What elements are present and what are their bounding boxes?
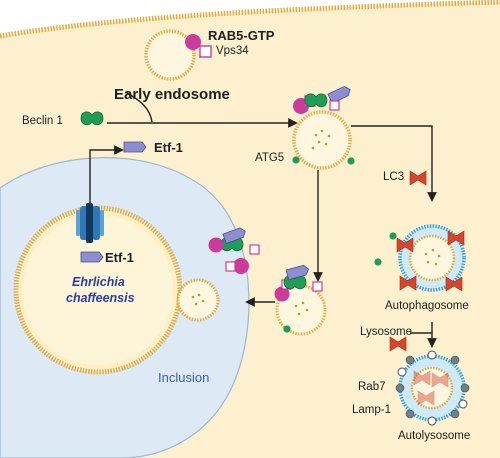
- inclusion-lumen: [23, 215, 173, 365]
- fusing-vesicle: [176, 278, 220, 322]
- vps34-icon: [199, 45, 212, 58]
- etf1-vesicle-2: [201, 227, 260, 289]
- endosome-merge-line: [124, 91, 153, 123]
- atg5-icon: [292, 156, 300, 164]
- etf1-membrane-label: Etf-1: [105, 250, 134, 265]
- atg5-icon: [389, 232, 397, 240]
- bacterium-label-line1: Ehrlichia: [72, 275, 125, 289]
- autophagosome-label: Autophagosome: [385, 300, 469, 312]
- early-endosome-vesicle: [144, 29, 196, 81]
- rab5-icon: [185, 34, 201, 50]
- lysosome-arrow: [410, 332, 437, 348]
- atg5-label: ATG5: [255, 152, 285, 164]
- phagophore-vesicle: [292, 110, 352, 170]
- etf1-membrane-icon: [80, 251, 104, 263]
- atg5-icon: [347, 157, 355, 165]
- etf1-translocation-arrow: [89, 145, 124, 203]
- plasma-membrane: [0, 0, 500, 39]
- autolysosome: [395, 350, 470, 426]
- rab7-label: Rab7: [358, 381, 386, 393]
- inclusion-label: Inclusion: [158, 370, 210, 385]
- lc3-label: LC3: [383, 171, 405, 183]
- autophagosome: [396, 224, 466, 292]
- autolysosome-label: Autolysosome: [398, 430, 471, 442]
- vps34-icon: [329, 100, 340, 111]
- etf1-cyto-icon: [123, 141, 147, 153]
- lamp1-label: Lamp-1: [352, 404, 391, 416]
- etf1-cyto-label: Etf-1: [154, 140, 183, 155]
- beclin1-label: Beclin 1: [22, 115, 63, 127]
- rab5-label: RAB5-GTP: [208, 28, 275, 43]
- early-endosome-label: Early endosome: [114, 86, 230, 103]
- secretion-channel: [76, 203, 104, 243]
- vps34-label: Vps34: [216, 45, 249, 57]
- to-autophagosome-arrow: [351, 125, 437, 202]
- lysosome-label: Lysosome: [360, 326, 412, 338]
- atg5-icon: [374, 258, 382, 266]
- cargo-dots: [311, 129, 331, 150]
- etf1-vesicle-1: [274, 264, 327, 336]
- bacterium-label-line2: chaffeensis: [66, 291, 135, 305]
